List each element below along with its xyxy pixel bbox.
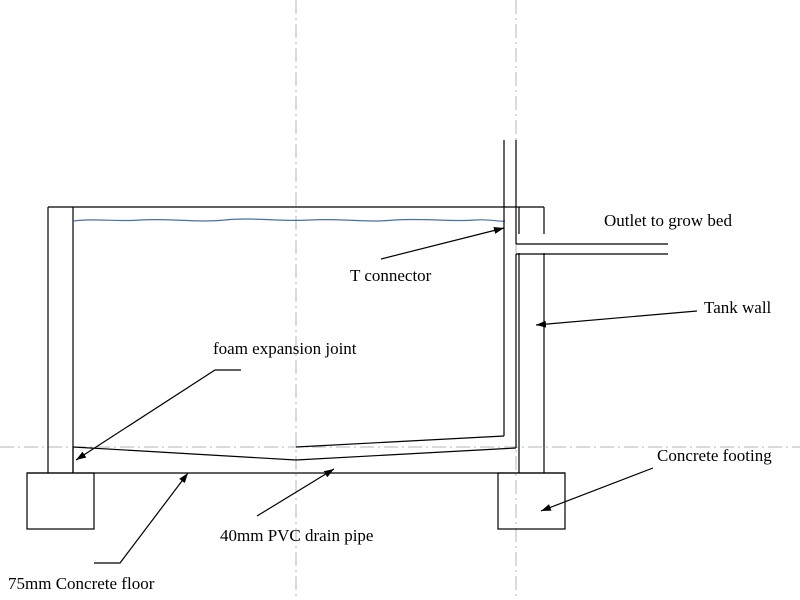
leader-concrete-floor [94,472,189,564]
t-connector-pipe [503,140,668,448]
tank-wall-left [47,206,74,473]
drain-pipe [295,435,517,461]
concrete-footing-left [26,472,95,530]
label-concrete-floor: 75mm Concrete floor [8,574,155,593]
concrete-floor-slab [27,446,565,474]
label-tank-wall: Tank wall [704,298,772,317]
leader-drain-pipe [256,468,335,517]
label-drain-pipe: 40mm PVC drain pipe [220,526,373,545]
label-concrete-footing: Concrete footing [657,446,772,465]
leader-tank-wall [535,310,698,328]
tank-wall-right [518,206,545,473]
leader-t-connector [380,227,505,260]
label-foam-joint: foam expansion joint [213,339,357,358]
leader-concrete-footing [540,467,654,512]
leader-foam-joint [75,369,241,461]
concrete-footing-right [497,472,566,530]
label-t-connector: T connector [350,266,432,285]
label-outlet: Outlet to grow bed [604,211,732,230]
water-surface [73,218,506,222]
